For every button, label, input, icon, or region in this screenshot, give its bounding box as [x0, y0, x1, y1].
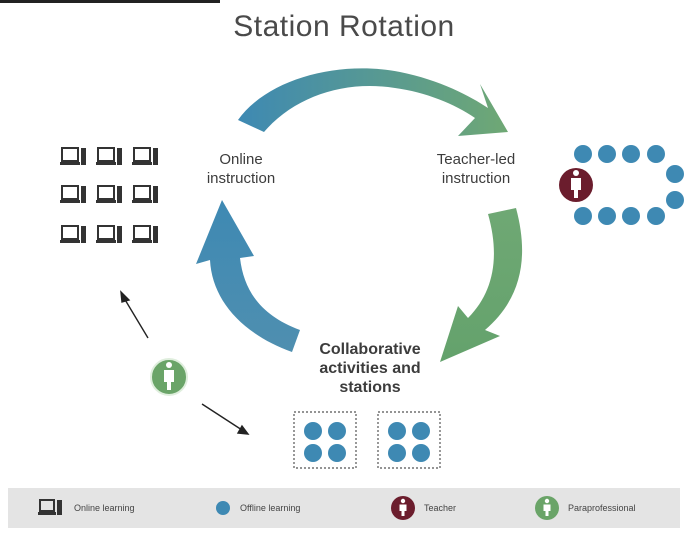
computer-icon	[95, 147, 123, 166]
station-box	[377, 411, 441, 469]
legend-label-offline: Offline learning	[240, 503, 301, 513]
computer-icon	[131, 147, 159, 166]
top-cut-line	[0, 0, 220, 3]
student-dot-icon	[598, 207, 616, 225]
computer-icon	[95, 185, 123, 204]
legend: Online learning Offline learning Teacher…	[8, 488, 680, 528]
diagram-title: Station Rotation	[233, 10, 455, 43]
legend-item-online: Online learning	[38, 488, 135, 528]
student-dot-icon	[304, 422, 322, 440]
computer-grid	[59, 147, 159, 244]
student-dot-icon	[647, 145, 665, 163]
legend-label-para: Paraprofessional	[568, 503, 636, 513]
student-dot-icon	[574, 145, 592, 163]
legend-label-online: Online learning	[74, 503, 135, 513]
arrow-top	[238, 68, 508, 136]
computer-icon	[95, 225, 123, 244]
label-online: Online instruction	[196, 150, 286, 188]
computer-icon	[38, 499, 62, 515]
paraprofessional-icon	[535, 496, 559, 520]
legend-label-teacher: Teacher	[424, 503, 457, 513]
label-collaborative: Collaborative activities and stations	[300, 340, 440, 397]
para-arrow-down	[201, 403, 250, 435]
collaborative-stations	[293, 411, 441, 469]
computer-icon	[59, 185, 87, 204]
teacher-group	[559, 145, 684, 225]
paraprofessional-figure	[150, 358, 188, 396]
paraprofessional-icon	[150, 358, 188, 396]
student-dot-icon	[622, 145, 640, 163]
computer-icon	[59, 147, 87, 166]
label-online-line1: Online	[219, 151, 263, 168]
student-dot-icon	[412, 444, 430, 462]
computer-icon	[131, 185, 159, 204]
student-dot-icon	[304, 444, 322, 462]
blue-dot-icon	[216, 501, 230, 515]
student-dot-icon	[388, 444, 406, 462]
label-collab-line3: stations	[339, 379, 401, 396]
teacher-icon	[559, 168, 593, 202]
student-dot-icon	[598, 145, 616, 163]
label-teacher-led: Teacher-led instruction	[416, 150, 536, 188]
label-teacher-line1: Teacher-led	[436, 151, 516, 168]
station-box	[293, 411, 357, 469]
student-dot-icon	[574, 207, 592, 225]
student-dot-icon	[666, 165, 684, 183]
legend-item-para: Paraprofessional	[534, 488, 636, 528]
teacher-icon	[391, 496, 415, 520]
legend-item-offline: Offline learning	[214, 488, 300, 528]
label-online-line2: instruction	[206, 170, 276, 187]
arrow-left	[196, 200, 300, 352]
student-dot-icon	[666, 191, 684, 209]
student-dot-icon	[622, 207, 640, 225]
student-dot-icon	[328, 422, 346, 440]
legend-item-teacher: Teacher	[390, 488, 456, 528]
student-dot-icon	[412, 422, 430, 440]
label-collab-line2: activities and	[319, 360, 421, 377]
label-teacher-line2: instruction	[441, 170, 511, 187]
arrow-right	[440, 208, 523, 362]
computer-icon	[59, 225, 87, 244]
computer-icon	[131, 225, 159, 244]
label-collab-line1: Collaborative	[319, 341, 421, 358]
student-dot-icon	[388, 422, 406, 440]
student-dot-icon	[647, 207, 665, 225]
student-dot-icon	[328, 444, 346, 462]
para-arrow-up	[120, 290, 149, 339]
